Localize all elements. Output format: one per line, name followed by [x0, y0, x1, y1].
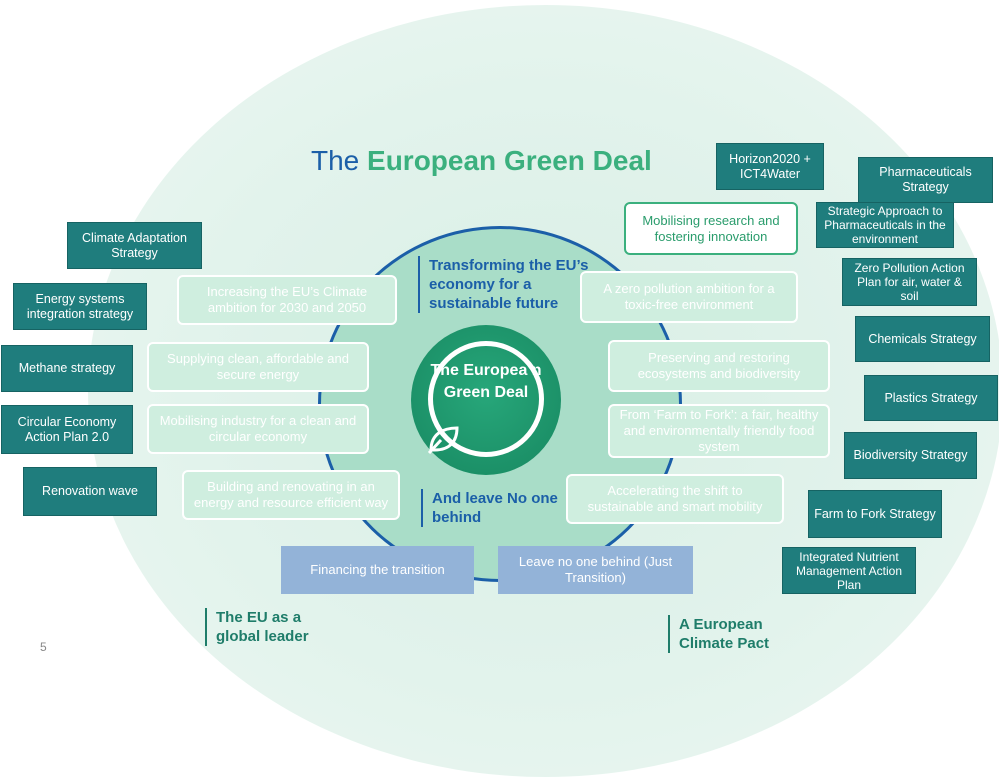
box-just-transition: Leave no one behind (Just Transition): [498, 546, 693, 594]
heading-climate-pact: A European Climate Pact: [668, 615, 808, 653]
strategy-climate-adaptation: Climate Adaptation Strategy: [67, 222, 202, 269]
strategy-circular-economy: Circular Economy Action Plan 2.0: [1, 405, 133, 454]
core-ring: [428, 341, 544, 457]
core-label: The Europea n Green Deal: [430, 362, 542, 401]
pill-climate-ambition: Increasing the EU’s Climate ambition for…: [177, 275, 397, 325]
page-number: 5: [40, 640, 47, 654]
pill-building-renovating: Building and renovating in an energy and…: [182, 470, 400, 520]
pill-clean-energy: Supplying clean, affordable and secure e…: [147, 342, 369, 392]
strategy-pharmaceuticals: Pharmaceuticals Strategy: [858, 157, 993, 203]
strategy-pharma-environment: Strategic Approach to Pharmaceuticals in…: [816, 202, 954, 248]
heading-leave-no-one: And leave No one behind: [421, 489, 561, 527]
strategy-zero-pollution-plan: Zero Pollution Action Plan for air, wate…: [842, 258, 977, 306]
box-financing: Financing the transition: [281, 546, 474, 594]
pill-research-innovation: Mobilising research and fostering innova…: [624, 202, 798, 255]
diagram-title: The European Green Deal: [311, 145, 652, 177]
pill-mobilising-industry: Mobilising industry for a clean and circ…: [147, 404, 369, 454]
strategy-farm-to-fork: Farm to Fork Strategy: [808, 490, 942, 538]
strategy-renovation-wave: Renovation wave: [23, 467, 157, 516]
title-prefix: The: [311, 145, 360, 176]
leaf-icon: [427, 426, 459, 454]
heading-global-leader: The EU as a global leader: [205, 608, 345, 646]
strategy-nutrient-management: Integrated Nutrient Management Action Pl…: [782, 547, 916, 594]
pill-farm-to-fork: From ‘Farm to Fork’: a fair, healthy and…: [608, 404, 830, 458]
strategy-horizon2020: Horizon2020 + ICT4Water: [716, 143, 824, 190]
title-highlight: European Green Deal: [367, 145, 652, 176]
pill-zero-pollution: A zero pollution ambition for a toxic-fr…: [580, 271, 798, 323]
pill-smart-mobility: Accelerating the shift to sustainable an…: [566, 474, 784, 524]
strategy-methane: Methane strategy: [1, 345, 133, 392]
strategy-plastics: Plastics Strategy: [864, 375, 998, 421]
strategy-biodiversity: Biodiversity Strategy: [844, 432, 977, 479]
strategy-energy-systems: Energy systems integration strategy: [13, 283, 147, 330]
pill-ecosystems: Preserving and restoring ecosystems and …: [608, 340, 830, 392]
strategy-chemicals: Chemicals Strategy: [855, 316, 990, 362]
heading-transforming: Transforming the EU’s economy for a sust…: [418, 256, 598, 313]
